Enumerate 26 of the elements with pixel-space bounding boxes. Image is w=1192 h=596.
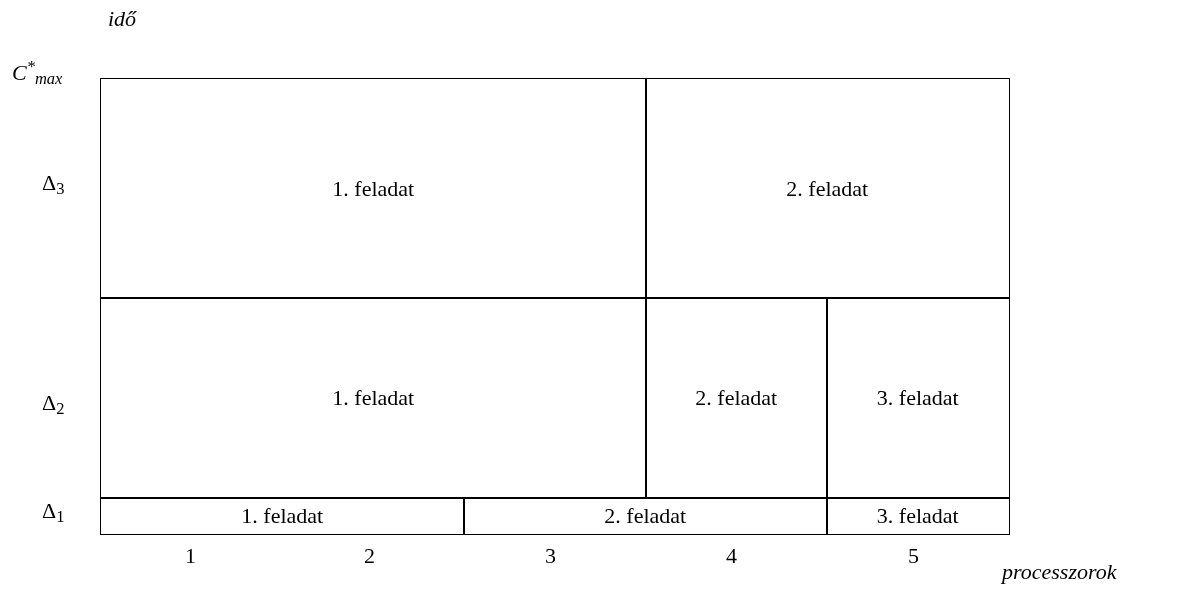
task-box: [100, 78, 647, 299]
axis-label: Δ$_{1}$: [42, 500, 65, 522]
task-box: [100, 497, 465, 535]
task-box: [645, 297, 828, 499]
task-box: [463, 497, 828, 535]
task-label: 1. feladat: [241, 502, 324, 531]
task-box: [826, 497, 1010, 535]
task-box: [826, 297, 1010, 499]
axis-label: processzorok: [1002, 561, 1117, 583]
axis-label: 4: [726, 545, 737, 567]
axis-label: idő: [108, 8, 137, 30]
axis-label: 2: [364, 545, 375, 567]
task-box: [100, 297, 647, 499]
axis-label: 5: [908, 545, 919, 567]
task-box: [645, 78, 1010, 299]
task-label: 1. feladat: [332, 174, 415, 203]
task-label: 2. feladat: [695, 384, 778, 413]
task-label: 3. feladat: [876, 502, 959, 531]
axis-label: 3: [545, 545, 556, 567]
task-label: 3. feladat: [876, 384, 959, 413]
axis-label: Δ$_{2}$: [42, 392, 65, 414]
task-label: 1. feladat: [332, 384, 415, 413]
task-label: 2. feladat: [604, 502, 687, 531]
axis-label: Δ$_{3}$: [42, 172, 65, 194]
axis-label: 1: [185, 545, 196, 567]
task-label: 2. feladat: [786, 174, 869, 203]
